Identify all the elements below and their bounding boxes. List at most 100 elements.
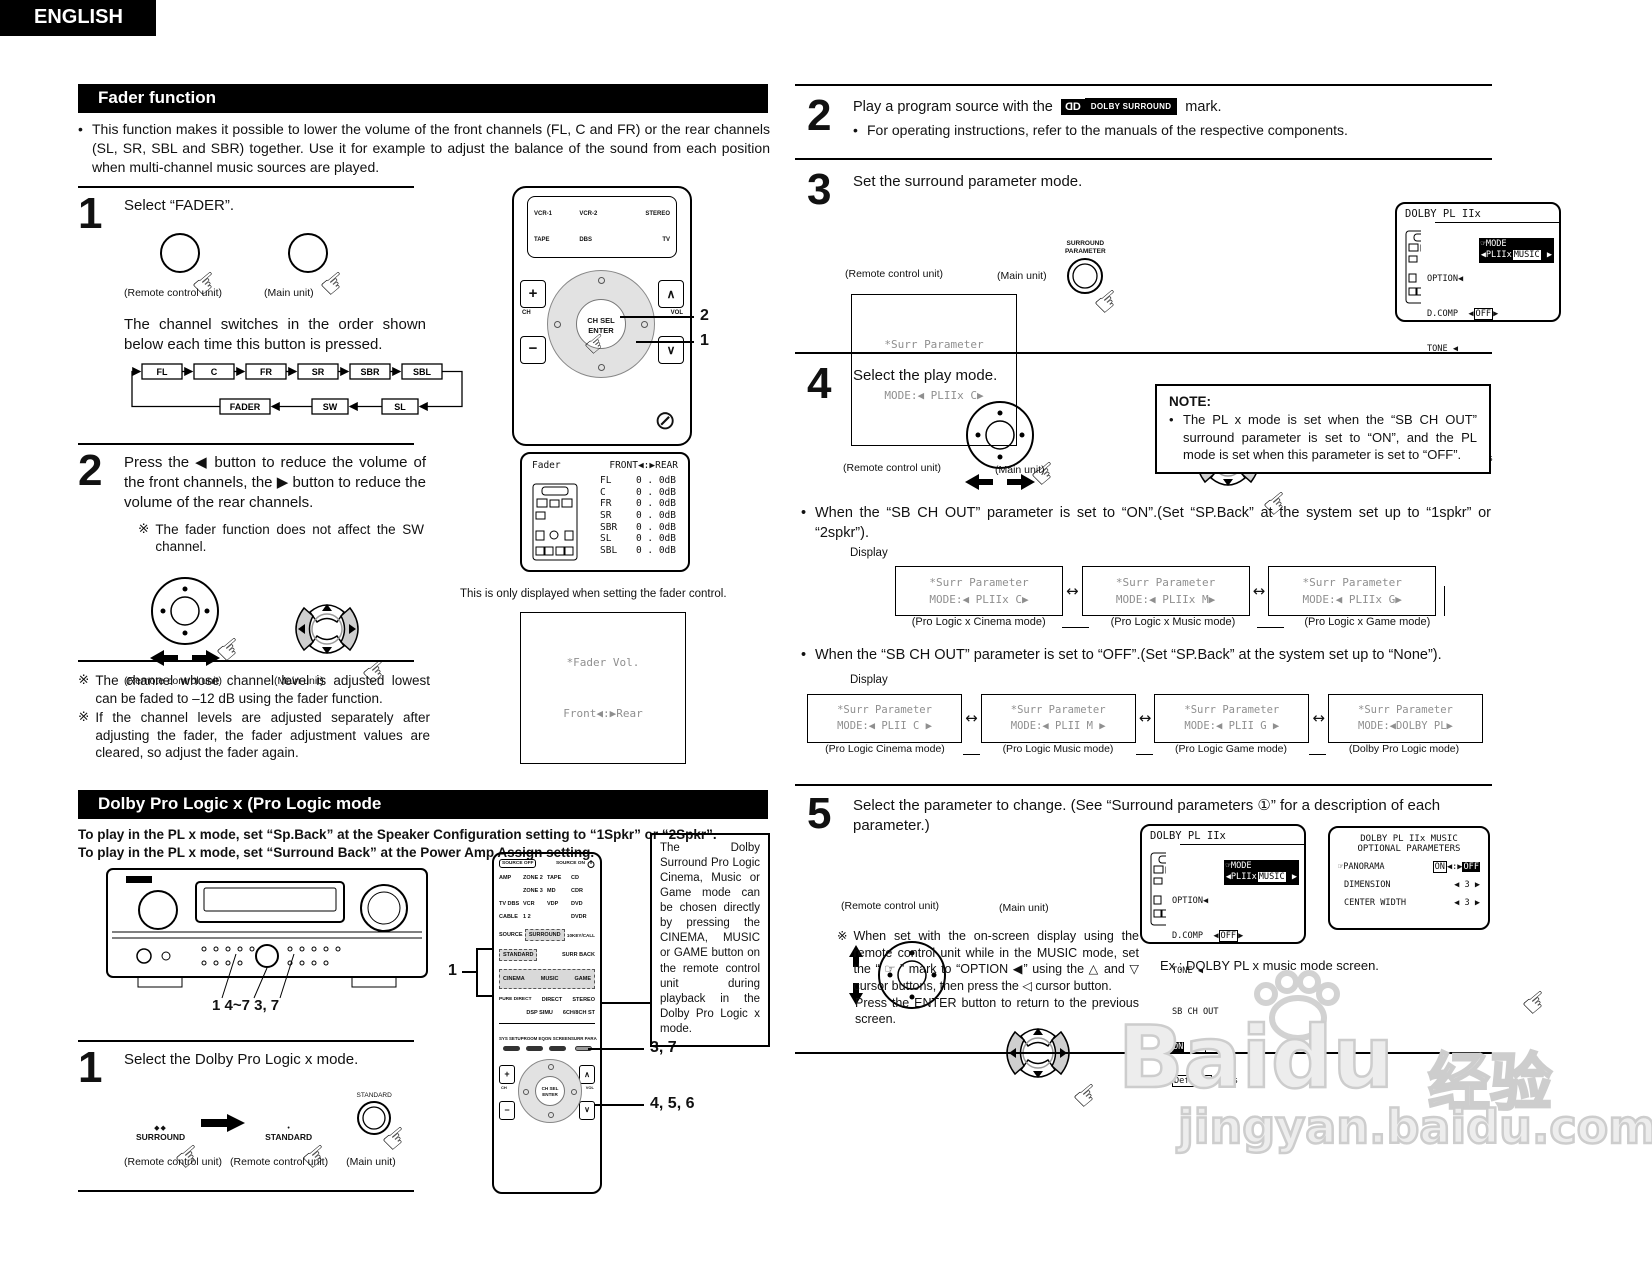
channel-label: FL bbox=[600, 475, 612, 486]
swap-arrow-icon: ↔ bbox=[1312, 709, 1325, 728]
step-number: 4 bbox=[807, 359, 832, 408]
remote-key: CDR bbox=[571, 888, 583, 894]
osd-option-row: OPTION◀ bbox=[1426, 274, 1464, 285]
language-tag: ENGLISH bbox=[0, 0, 156, 36]
remote-key: CABLE bbox=[499, 914, 518, 920]
note-box: NOTE: • The PL x mode is set when the “S… bbox=[1155, 384, 1491, 474]
source-on-button: SOURCE ON bbox=[555, 861, 585, 866]
fader-note-text: The channel whose channel level is adjus… bbox=[95, 673, 430, 706]
chain-label: SR bbox=[312, 367, 325, 377]
remote-cursor-pad-icon: ☞ bbox=[957, 398, 1067, 496]
step-text-tail: mark. bbox=[1185, 98, 1222, 115]
remote-key: TV DBS bbox=[499, 901, 520, 907]
step-text: Select the Dolby Pro Logic x mode. bbox=[124, 1051, 359, 1068]
step-number: 1 bbox=[78, 1043, 103, 1092]
display-label: Display bbox=[850, 547, 888, 559]
callout-line bbox=[636, 341, 694, 343]
osd-title: DOLBY PL IIx bbox=[1150, 830, 1226, 842]
source-button: TV bbox=[662, 237, 670, 243]
step-text: Select the parameter to change. (See “Su… bbox=[853, 797, 1441, 834]
surround-parameter-button-icon: SURROUND PARAMETER ☞ bbox=[1064, 240, 1130, 323]
step-number: 1 bbox=[78, 189, 103, 238]
ch-sel-label: CH SEL bbox=[587, 316, 615, 325]
callout-2: 2 bbox=[700, 307, 709, 324]
standard-key: STANDARD bbox=[499, 949, 538, 961]
bullet-icon: • bbox=[1169, 412, 1174, 427]
osd-title-underline bbox=[1435, 222, 1559, 223]
chain-label: C bbox=[211, 367, 218, 377]
note-title: NOTE: bbox=[1169, 394, 1211, 409]
note-text: The PL x mode is set when the “SB CH OUT… bbox=[1183, 412, 1477, 463]
step-number: 2 bbox=[78, 446, 103, 495]
channel-value: 0 . 0dB bbox=[635, 498, 676, 510]
channel-label: SL bbox=[600, 533, 612, 545]
main-unit-label: (Main unit) bbox=[346, 1155, 396, 1168]
fader-notes: ※ The channel whose channel level is adj… bbox=[78, 672, 430, 762]
channel-label: SBL bbox=[600, 545, 618, 557]
receiver-callout: 1 4~7 3, 7 bbox=[212, 997, 280, 1014]
divider bbox=[78, 1190, 414, 1192]
surround-parameter-step: 3 Set the surround parameter mode. bbox=[807, 165, 1367, 214]
mode-caption: (Pro Logic x Game mode) bbox=[1283, 616, 1451, 629]
hand-icon: ☞ bbox=[1514, 980, 1558, 1025]
main-unit-label: (Main unit) bbox=[264, 286, 314, 299]
ch-label: CH bbox=[522, 310, 531, 316]
source-select-key: SOURCE bbox=[499, 932, 523, 938]
dolby-mode-note-box: The Dolby Surround Pro Logic Cinema, Mus… bbox=[650, 833, 770, 1047]
callout-line bbox=[476, 995, 492, 997]
remote-unit-label: (Remote control unit) bbox=[230, 1155, 329, 1168]
osd-dcomp-row: D.COMP ◀OFF▶ bbox=[1426, 308, 1499, 321]
osd-onoff-row: ON : OFF bbox=[1171, 1040, 1225, 1053]
fader-intro-text: This function makes it possible to lower… bbox=[92, 121, 770, 175]
channel-label: FR bbox=[600, 498, 612, 510]
remote-key: DVDR bbox=[571, 914, 587, 920]
music-key: MUSIC bbox=[540, 976, 559, 982]
channel-value: 0 . 0dB bbox=[635, 545, 676, 557]
osd-dcomp-row: D.COMP ◀OFF▶ bbox=[1171, 930, 1244, 943]
bullet-icon: • bbox=[801, 647, 807, 663]
chain-label: FADER bbox=[230, 402, 261, 412]
osd-option-row: OPTION◀ bbox=[1171, 896, 1209, 907]
osd-default-row: Default Yes bbox=[1171, 1075, 1239, 1088]
enter-label: ENTER bbox=[588, 325, 614, 335]
remote-unit-label: (Remote control unit) bbox=[124, 286, 223, 299]
room-eq-key: ROOM EQ bbox=[523, 1036, 545, 1041]
up-down-arrows-icon bbox=[849, 945, 863, 1005]
divider bbox=[795, 158, 1492, 160]
surround-button-icon: ◆◆ SURROUND ☞ bbox=[136, 1124, 211, 1179]
direct-key: DIRECT bbox=[541, 997, 563, 1003]
channel-value: 0 . 0dB bbox=[635, 486, 676, 498]
sb-off-text: When the “SB CH OUT” parameter is set to… bbox=[815, 647, 1442, 663]
step-number: 3 bbox=[807, 165, 832, 214]
display-line: Front◀:▶Rear bbox=[563, 707, 643, 721]
remote-key: CD bbox=[571, 875, 579, 881]
remote-unit-label: (Remote control unit) bbox=[124, 1155, 223, 1168]
surround-parameter-label: SURROUND bbox=[1066, 240, 1105, 248]
fader-button-main-icon: ☞ bbox=[284, 232, 356, 306]
callout-line bbox=[594, 1104, 644, 1106]
step5-note: ※ When set with the on-screen display us… bbox=[837, 928, 1139, 1028]
remote-unit-label: (Remote control unit) bbox=[841, 900, 940, 912]
sys-setup-key: SYS SETUP bbox=[499, 1036, 524, 1041]
sb-on-text: When the “SB CH OUT” parameter is set to… bbox=[815, 505, 1491, 541]
remote-unit-label: (Remote control unit) bbox=[845, 268, 944, 280]
fader-screen-caption: This is only displayed when setting the … bbox=[460, 588, 727, 600]
dolby-surround-logo-text: DOLBY SURROUND bbox=[1084, 98, 1178, 115]
callout-line bbox=[602, 1002, 650, 1004]
divider bbox=[795, 1052, 1492, 1054]
remote-key: MD bbox=[547, 888, 556, 894]
surr-parameter-display: *Surr Parameter MODE:◀ PLIIx C▶ bbox=[851, 294, 1017, 447]
note-mark: ※ bbox=[78, 672, 90, 687]
main-unit-label: (Main unit) bbox=[999, 902, 1049, 914]
step-text: Play a program source with the bbox=[853, 98, 1053, 115]
fader-screen-title: Fader bbox=[532, 460, 561, 471]
